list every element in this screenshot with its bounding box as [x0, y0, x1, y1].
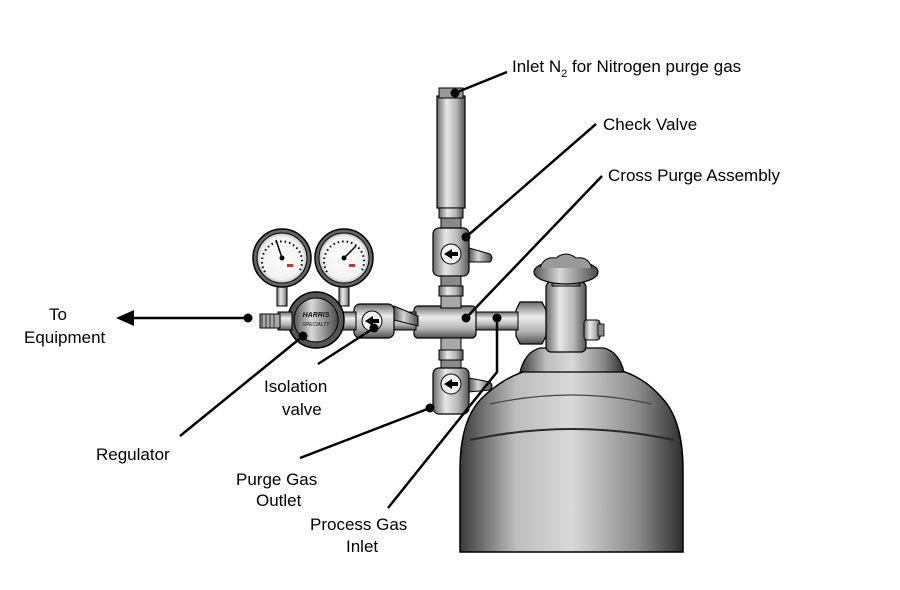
- low-pressure-gauge: [314, 228, 374, 288]
- cylinder-valve: [473, 253, 605, 353]
- callout-check-valve-line: [465, 123, 597, 238]
- callout-purge-outlet-line: [299, 406, 431, 460]
- callout-regulator-line: [179, 335, 304, 437]
- callout-isolation-line: [317, 326, 375, 366]
- to-equipment-arrowhead: [116, 310, 134, 326]
- cross-purge-assembly: [413, 87, 493, 415]
- label-inlet-n2: Inlet N2 for Nitrogen purge gas: [512, 57, 741, 80]
- label-process-inlet-line1: Process Gas: [310, 515, 407, 534]
- callout-check-valve-dot: [461, 232, 471, 242]
- label-regulator: Regulator: [96, 445, 170, 464]
- callout-purge-outlet-dot: [425, 403, 435, 413]
- callout-process-inlet-line: [387, 318, 499, 509]
- callout-inlet-dot: [450, 88, 460, 98]
- label-isolation-line1: Isolation: [264, 377, 327, 396]
- callout-cross-purge-dot: [461, 313, 471, 323]
- label-isolation-line2: valve: [282, 400, 322, 419]
- label-process-inlet-line2: Inlet: [346, 537, 378, 556]
- callout-cross-purge-line: [465, 175, 603, 319]
- label-purge-outlet-line2: Outlet: [256, 491, 302, 510]
- isolation-valve: [339, 303, 419, 339]
- high-pressure-gauge: [252, 228, 312, 288]
- callout-isolation-dot: [369, 323, 379, 333]
- callout-regulator-dot: [298, 331, 308, 341]
- callout-to-equipment-dot: [243, 313, 253, 323]
- label-to-equipment-line2: Equipment: [24, 328, 106, 347]
- gas-cylinder: [459, 347, 684, 553]
- label-purge-outlet-line1: Purge Gas: [236, 470, 317, 489]
- callout-inlet-line: [454, 70, 508, 95]
- regulator-brand-subtext: SPECIALTY: [302, 322, 330, 328]
- regulator-brand-text: HARRIS: [303, 312, 330, 319]
- callout-process-inlet-dot: [492, 313, 502, 323]
- labels: Inlet N2 for Nitrogen purge gas Check Va…: [24, 57, 780, 556]
- label-check-valve: Check Valve: [603, 115, 697, 134]
- label-cross-purge-assembly: Cross Purge Assembly: [608, 166, 780, 185]
- callout-dots: [243, 88, 502, 413]
- callout-lines: [132, 70, 603, 509]
- label-to-equipment-line1: To: [49, 305, 67, 324]
